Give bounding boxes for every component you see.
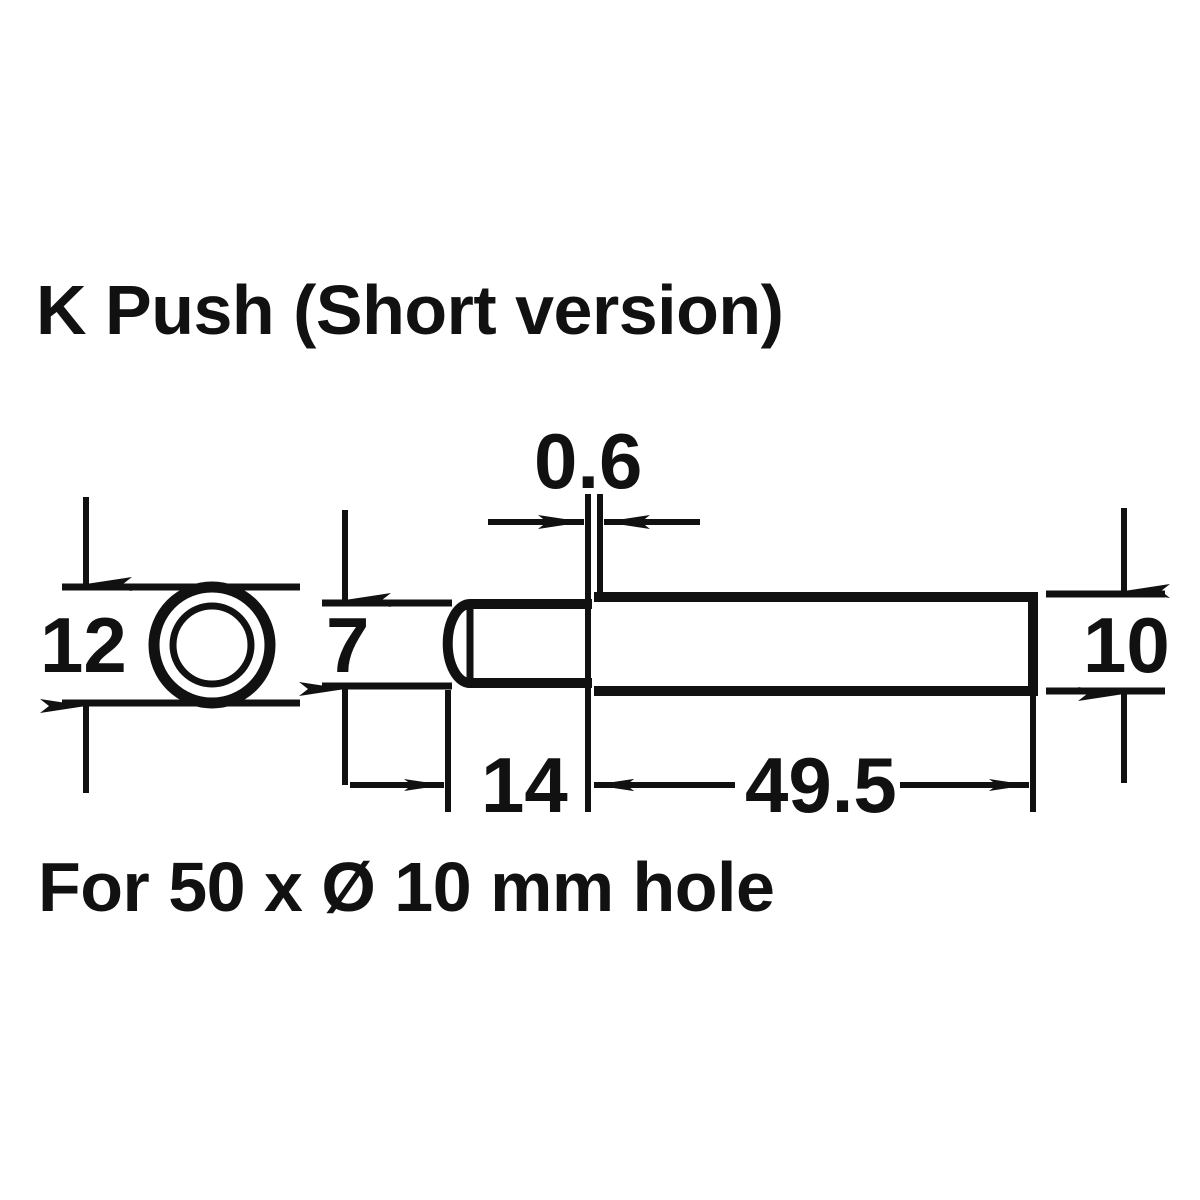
dim-10-label: 10 [1083, 601, 1170, 689]
pin-nose-outline [442, 599, 592, 688]
dimension-14-group: 14 [350, 690, 700, 829]
dimension-12-group: 12 [40, 497, 300, 793]
dimension-10-group: 10 [1046, 508, 1170, 783]
end-view-group [148, 581, 276, 709]
dim-12-label: 12 [40, 601, 127, 689]
dim-7-label: 7 [326, 601, 369, 689]
dim-14-label: 14 [481, 741, 568, 829]
dimension-495-group: 49.5 [594, 694, 1036, 829]
dim-06-label: 0.6 [534, 417, 642, 505]
dim-495-label: 49.5 [745, 741, 897, 829]
side-view-group [442, 494, 1038, 812]
pin-body-outline [594, 592, 1038, 696]
page-caption: For 50 x Ø 10 mm hole [38, 848, 775, 926]
inner-circle-icon [169, 602, 255, 688]
dimension-7-group: 7 [299, 510, 452, 785]
page-title: K Push (Short version) [36, 271, 784, 349]
dimension-06-group: 0.6 [488, 417, 700, 529]
